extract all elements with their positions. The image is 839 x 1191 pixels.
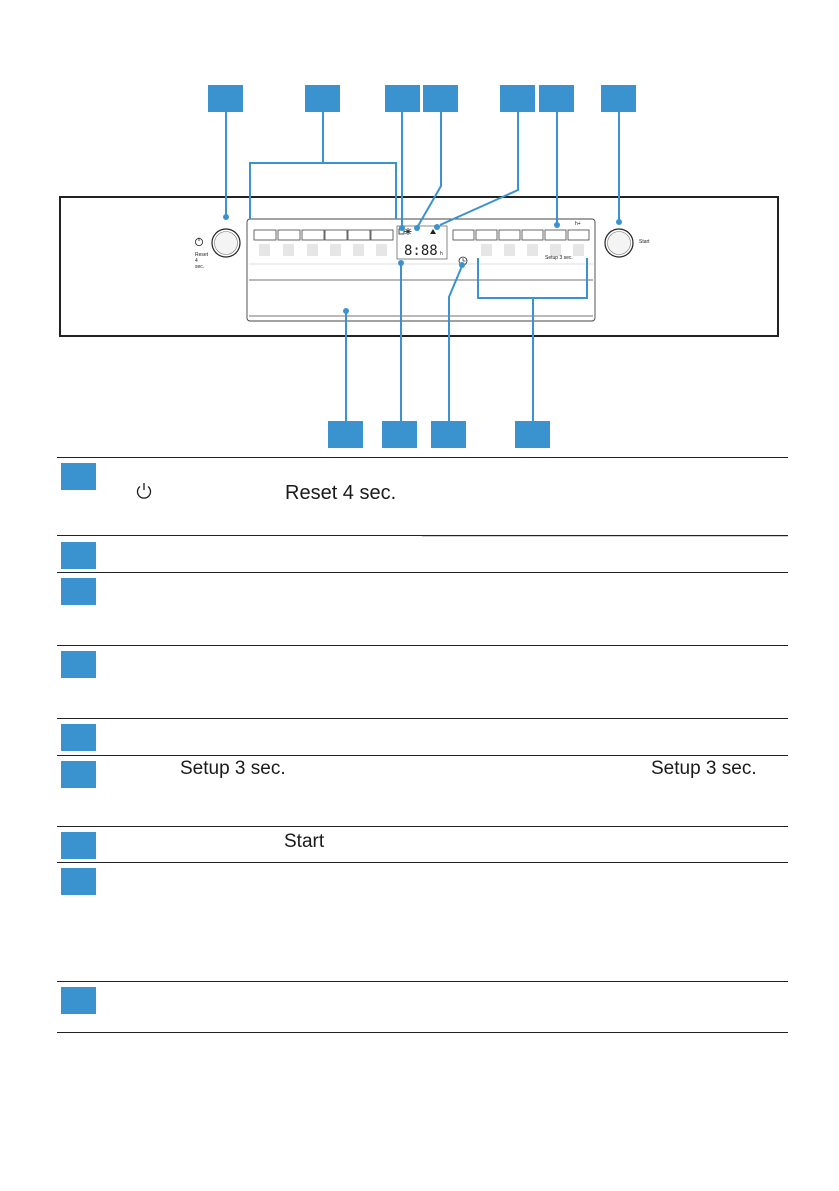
legend-tag [61,761,96,788]
legend-row-6-right-text: Setup 3 sec. [651,758,757,779]
legend-tag [61,578,96,605]
table-rule [57,572,788,573]
water-supply-indicator-icon [430,229,436,234]
callout-tag-7 [601,85,636,112]
callout-tag-4 [423,85,458,112]
legend-row-7-text: Start [284,831,325,852]
legend-tag [61,987,96,1014]
table-rule [57,457,788,458]
table-rule [57,718,788,719]
callout-tag-3 [385,85,420,112]
legend-tag [61,724,96,751]
power-icon [136,483,152,499]
table-rule [57,862,788,863]
callout-tag-5 [500,85,535,112]
legend-tag [61,463,96,490]
option-buttons [452,229,590,241]
callout-tag-9 [382,421,417,448]
top-right-mark: h+ [575,221,581,227]
column-divider [422,536,788,537]
table-rule [57,981,788,982]
callout-tag-8 [328,421,363,448]
leader-endpoints [223,214,622,314]
program-indicators [259,244,387,256]
display-digits: 8:88 [404,243,438,259]
option-indicators [481,244,584,256]
callout-tag-11 [515,421,550,448]
program-buttons [253,229,394,241]
callout-leaders [225,111,620,421]
table-rule [57,535,788,536]
callout-tag-2 [305,85,340,112]
legend-tag [61,542,96,569]
setup-small-label: Setup 3 sec. [545,255,573,261]
power-icon [194,237,203,246]
legend-row-1-text: Reset 4 sec. [285,482,397,504]
appliance-fascia [59,196,779,337]
legend-tag [61,651,96,678]
table-rule [57,826,788,827]
legend-tag [61,868,96,895]
table-rule [57,1032,788,1033]
reset-small-label: Reset 4 sec. [195,252,209,270]
callout-tag-10 [431,421,466,448]
control-panel-diagram: 8:88 [59,111,779,421]
callout-tag-1 [208,85,243,112]
callout-tag-6 [539,85,574,112]
table-rule [57,645,788,646]
legend-tag [61,832,96,859]
display-unit-label: h [440,251,443,257]
rinse-aid-indicator-icon [404,228,412,235]
legend-row-6-text: Setup 3 sec. [180,758,286,779]
start-small-label: Start [639,239,650,245]
table-rule [57,755,788,756]
